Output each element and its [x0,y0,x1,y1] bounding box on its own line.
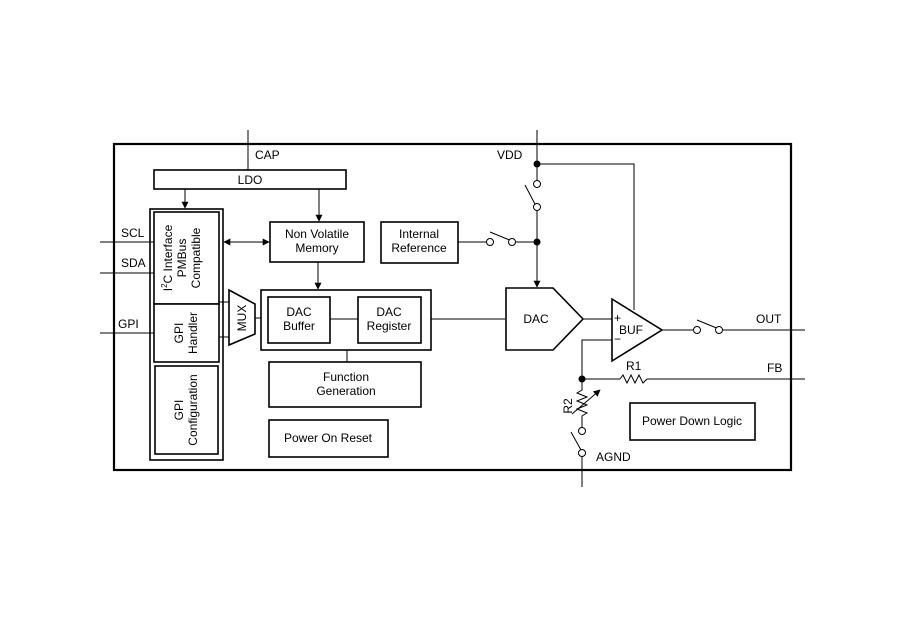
agnd-switch-terminal-a [578,427,586,435]
gpi-handler-line1: GPI [172,323,186,344]
dac-buffer-line2: Buffer [283,319,315,333]
ref-switch-blade [489,231,513,242]
dac-register-line1: DAC [376,305,402,319]
r1-resistor [619,373,648,385]
device-boundary [112,142,793,472]
r2-label: R2 [561,398,575,414]
ref-switch-terminal-a [486,238,494,246]
agnd-switch-terminal-b [578,449,586,457]
i2c-prefix: I [161,288,175,291]
ldo-block [153,169,347,190]
fb-pin-label: FB [767,361,782,375]
int-ref-line1: Internal [399,227,439,241]
vdd-switch-terminal-a [533,180,541,188]
internal-reference-block [380,221,459,264]
function-generation-block [268,361,422,408]
dac-buffer-block [267,296,331,344]
nvm-line2: Memory [295,241,338,255]
gpi-config-line1: GPI [172,400,186,421]
agnd-pin-label: AGND [596,450,631,464]
power-on-reset-block [268,419,389,458]
gpi-config-line2: Configuration [186,374,200,445]
gpi-config-text: GPI Configuration [172,374,200,445]
power-down-logic-block [629,402,756,441]
svg-text:I2C Interface: I2C Interface [160,224,175,291]
gpi-handler-block [153,303,220,363]
r2-resistor [575,379,589,427]
gpi-handler-line2: Handler [186,312,200,354]
func-gen-line2: Generation [316,384,375,398]
sda-pin-label: SDA [121,256,146,270]
dac-buffer-line1: DAC [286,305,312,319]
buf-label: BUF [619,323,643,337]
mux-label: MUX [235,305,249,332]
agnd-switch-blade [570,431,582,451]
i2c-interface-text: I2C Interface PMBus Compatible [160,224,203,291]
r2-variable-arrow [571,389,601,415]
buf-minus-label: − [614,332,621,346]
por-label: Power On Reset [284,431,373,445]
func-gen-line1: Function [323,370,369,384]
buf-amplifier [611,297,664,363]
vdd-switch-blade [524,184,537,207]
vdd-to-buf-supply [537,163,635,310]
pdl-label: Power Down Logic [642,414,742,428]
i2c-line1: C Interface [161,224,175,283]
i2c-superscript: 2 [160,283,169,288]
r1-label: R1 [626,359,642,373]
nvm-line1: Non Volatile [285,227,349,241]
vdd-pin-label: VDD [497,148,523,162]
i2c-line3: Compatible [189,227,203,288]
ref-switch-terminal-b [508,238,516,246]
gpi-pin-label: GPI [118,317,139,331]
dac-block [505,287,585,351]
int-ref-line2: Reference [391,241,447,255]
ref-junction [533,238,541,246]
ldo-label: LDO [238,173,263,187]
gpi-handler-text: GPI Handler [172,312,200,354]
nvm-block [269,221,365,263]
gpi-configuration-block [154,365,219,455]
out-pin-label: OUT [756,312,782,326]
mux-block [228,288,256,347]
i2c-line2: PMBus [175,239,189,278]
dac-register-line2: Register [367,319,412,333]
buf-feedback-line [581,339,612,379]
out-switch-terminal-a [693,326,701,334]
scl-pin-label: SCL [121,226,145,240]
out-switch-terminal-b [715,326,723,334]
i2c-interface-block [153,211,220,305]
out-switch-blade [696,319,720,330]
dac-register-block [357,296,422,344]
buf-plus-label: + [614,311,621,325]
dac-label: DAC [523,312,549,326]
cap-pin-label: CAP [255,148,280,162]
vdd-switch-terminal-b [533,203,541,211]
